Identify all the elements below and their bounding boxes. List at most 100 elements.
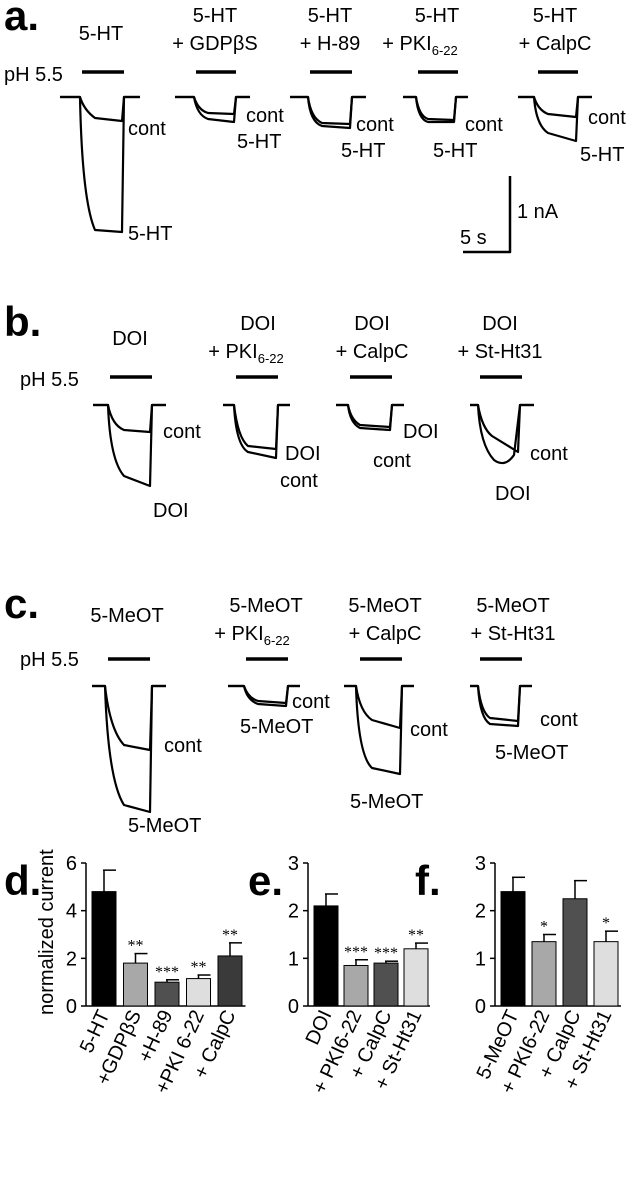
trace-subtitle-a3: + H-89 <box>300 33 361 55</box>
bar-e-3 <box>403 948 429 1007</box>
y-tick-label-d-1: 2 <box>66 948 77 970</box>
bar-f-1 <box>531 941 557 1007</box>
cond-b1-2: DOI <box>153 500 189 522</box>
trace-subtitle-b4: + St-Ht31 <box>457 341 542 363</box>
trace-title-a1: 5-HT <box>79 23 123 45</box>
trace-subtitle-a2: + GDPβS <box>172 33 257 55</box>
trace-title-a5: 5-HT <box>533 5 577 27</box>
cond-c4-1: cont <box>540 709 578 731</box>
trace-b2-agonist <box>223 403 290 460</box>
cond-a1-2: 5-HT <box>128 223 172 245</box>
bar-d-1 <box>123 962 148 1007</box>
cond-c3-2: 5-MeOT <box>350 791 423 813</box>
bar-d-0 <box>91 891 117 1007</box>
cond-c1-2: 5-MeOT <box>128 815 201 837</box>
trace-title-b2: DOI <box>240 313 276 335</box>
y-tick-label-d-3: 6 <box>66 853 77 875</box>
significance-e-1: *** <box>344 944 368 961</box>
trace-c1-agonist <box>92 684 166 814</box>
y-tick-label-e-0: 0 <box>288 996 299 1018</box>
panel-label-c: c. <box>4 580 39 627</box>
trace-a4-agonist <box>403 95 468 124</box>
trace-a3-cont <box>290 95 366 126</box>
trace-a2-agonist <box>175 95 250 124</box>
trace-subtitle-a5: + CalpC <box>519 33 592 55</box>
panel-label-e: e. <box>248 857 283 904</box>
cond-b4-2: DOI <box>495 483 531 505</box>
cond-a2-2: 5-HT <box>237 131 281 153</box>
cond-b3-2: cont <box>373 450 411 472</box>
scale-amp-label: 1 nA <box>517 201 559 223</box>
y-tick-label-d-2: 4 <box>66 901 77 923</box>
panel-label-d: d. <box>4 857 41 904</box>
trace-subtitle-b3: + CalpC <box>336 341 409 363</box>
significance-e-3: ** <box>408 927 424 944</box>
cond-a4-2: 5-HT <box>433 140 477 162</box>
trace-title-c3: 5-MeOT <box>348 595 421 617</box>
bar-f-0 <box>500 891 526 1007</box>
bar-f-3 <box>593 941 619 1007</box>
bar-d-2 <box>154 981 180 1007</box>
scale-bar <box>463 176 512 254</box>
y-tick-label-f-3: 3 <box>475 853 486 875</box>
trace-a1-agonist <box>60 95 140 234</box>
y-tick-label-f-2: 2 <box>475 901 486 923</box>
panel-label-b: b. <box>4 298 41 345</box>
cond-a5-2: 5-HT <box>580 144 624 166</box>
ph-label-c: pH 5.5 <box>20 649 79 671</box>
cond-c3-1: cont <box>410 719 448 741</box>
trace-title-c1: 5-MeOT <box>90 605 163 627</box>
trace-title-a3: 5-HT <box>308 5 352 27</box>
trace-a2-cont <box>175 95 250 116</box>
ph-label-a: pH 5.5 <box>4 64 63 86</box>
trace-subtitle-b2: + PKI6-22 <box>208 341 284 366</box>
trace-a5-agonist <box>518 95 592 143</box>
trace-subtitle-c4: + St-Ht31 <box>470 623 555 645</box>
trace-b3-cont <box>336 403 404 429</box>
panel-label-f: f. <box>415 857 441 904</box>
cond-a1-1: cont <box>128 118 166 140</box>
trace-b2-cont <box>223 403 290 451</box>
trace-b1-cont <box>93 403 166 434</box>
bar-f-2 <box>562 898 588 1007</box>
trace-c3-cont <box>344 684 414 730</box>
cond-b3-1: DOI <box>403 421 439 443</box>
trace-subtitle-c3: + CalpC <box>349 623 422 645</box>
panel-a: a. pH 5.5 5-HT cont 5-HT 5-HT + GDPβS co… <box>4 0 626 254</box>
trace-subtitle-a4: + PKI6-22 <box>382 33 458 58</box>
trace-c2-cont <box>228 684 300 705</box>
trace-a3-agonist <box>290 95 366 130</box>
cond-a2-1: cont <box>246 105 284 127</box>
panel-c: c. pH 5.5 5-MeOT cont 5-MeOT 5-MeOT + PK… <box>4 580 578 837</box>
cond-b2-2: cont <box>280 470 318 492</box>
trace-title-b4: DOI <box>482 313 518 335</box>
trace-c2-agonist <box>228 684 300 708</box>
trace-c1-cont <box>92 684 166 752</box>
cond-b2-1: DOI <box>285 443 321 465</box>
cond-a3-2: 5-HT <box>341 140 385 162</box>
panel-label-a: a. <box>4 0 39 39</box>
cond-a4-1: cont <box>465 114 503 136</box>
y-tick-label-e-1: 1 <box>288 948 299 970</box>
trace-c4-agonist <box>470 684 532 728</box>
trace-b3-agonist <box>336 403 404 432</box>
significance-d-2: *** <box>155 964 179 981</box>
cond-c2-1: cont <box>292 691 330 713</box>
cond-b1-1: cont <box>163 421 201 443</box>
trace-b4-agonist <box>470 403 534 465</box>
trace-title-b3: DOI <box>354 313 390 335</box>
cond-c4-2: 5-MeOT <box>495 742 568 764</box>
significance-f-1: * <box>540 919 548 936</box>
cond-c2-2: 5-MeOT <box>240 716 313 738</box>
trace-c3-agonist <box>344 684 414 776</box>
trace-title-c4: 5-MeOT <box>476 595 549 617</box>
cond-a5-1: cont <box>588 107 626 129</box>
cond-c1-1: cont <box>164 735 202 757</box>
y-axis-label-d: normalized current <box>36 849 58 1015</box>
y-tick-label-e-3: 3 <box>288 853 299 875</box>
significance-f-3: * <box>602 915 610 932</box>
bar-e-0 <box>313 905 339 1007</box>
